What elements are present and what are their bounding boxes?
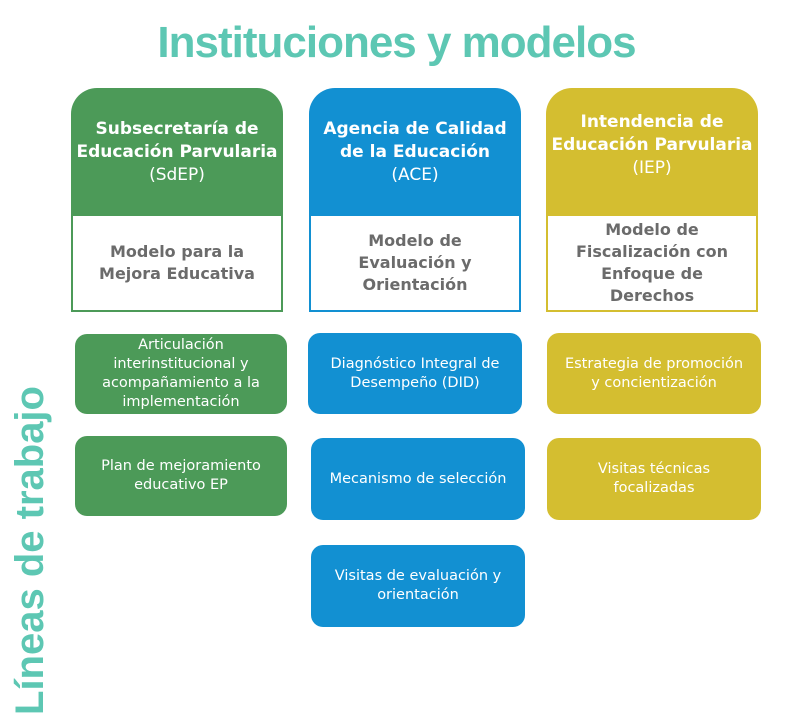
line-item-ace-2: Mecanismo de selección: [311, 438, 525, 520]
page-title: Instituciones y modelos: [157, 18, 636, 67]
column-name: Agencia de Calidad de la Educación: [323, 119, 507, 162]
line-item-sdep-2: Plan de mejoramiento educativo EP: [75, 436, 287, 516]
model-sdep: Modelo para la Mejora Educativa: [71, 214, 283, 312]
column-abbr: (SdEP): [149, 165, 205, 185]
column-name: Subsecretaría de Educación Parvularia: [76, 119, 278, 162]
line-item-iep-1: Estrategia de promoción y concientizació…: [547, 333, 761, 414]
model-ace: Modelo de Evaluación y Orientación: [309, 214, 521, 312]
side-label: Líneas de trabajo: [8, 386, 52, 715]
line-item-ace-3: Visitas de evaluación y orientación: [311, 545, 525, 627]
column-header-ace: Agencia de Calidad de la Educación (ACE): [309, 88, 521, 214]
column-abbr: (ACE): [391, 165, 439, 185]
line-item-iep-2: Visitas técnicas focalizadas: [547, 438, 761, 520]
model-iep: Modelo de Fiscalización con Enfoque de D…: [546, 214, 758, 312]
line-item-ace-1: Diagnóstico Integral de Desempeño (DID): [308, 333, 522, 414]
column-name: Intendencia de Educación Parvularia: [551, 112, 753, 155]
column-header-iep: Intendencia de Educación Parvularia (IEP…: [546, 88, 758, 214]
line-item-sdep-1: Articulación interinstitucional y acompa…: [75, 334, 287, 414]
column-header-sdep: Subsecretaría de Educación Parvularia (S…: [71, 88, 283, 214]
column-abbr: (IEP): [632, 158, 672, 178]
